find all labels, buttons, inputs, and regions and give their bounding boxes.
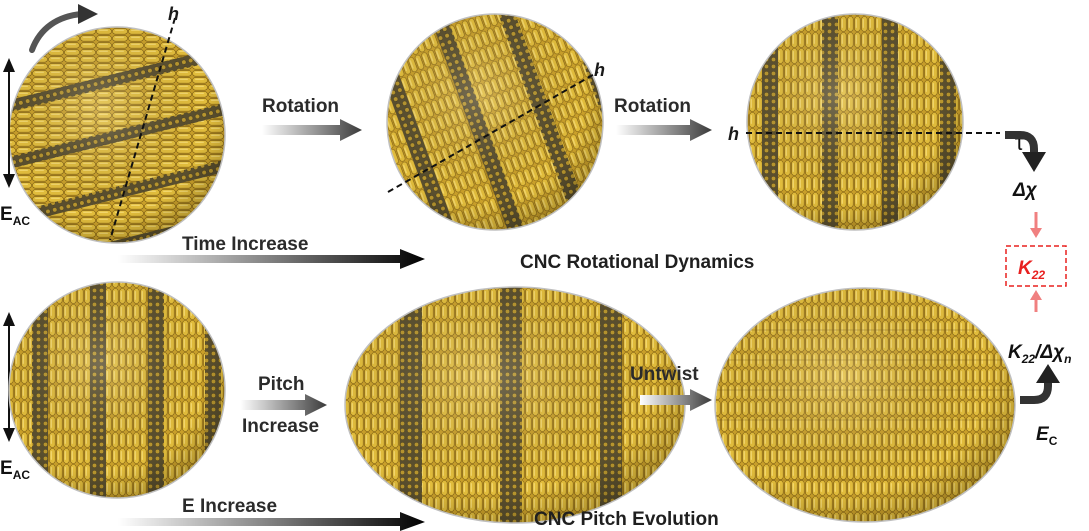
field-label-bottom: EAC xyxy=(0,458,30,482)
curved-rotation-arrow-icon xyxy=(29,11,85,53)
gradient-arrow-icon-2 xyxy=(616,119,712,141)
e-increase-label: E Increase xyxy=(182,496,277,517)
rotation-label-1: Rotation xyxy=(262,96,339,117)
axis-label-h-1: h xyxy=(168,4,179,24)
cnc-ellipsoid-2 xyxy=(714,287,1016,523)
ec-label: EC xyxy=(1036,424,1058,448)
tau-label: τ xyxy=(1015,130,1024,155)
k22-ratio-label: K22/Δχn xyxy=(1008,342,1071,366)
time-gradient-arrow-icon xyxy=(118,249,425,269)
time-increase-label: Time Increase xyxy=(182,234,308,255)
curved-rotation-arrow-head-icon xyxy=(78,4,98,24)
cnc-sphere-3 xyxy=(746,13,1000,231)
gradient-arrow-icon-3 xyxy=(240,394,327,416)
red-arrow-icon-down xyxy=(1030,212,1042,238)
delta-chi-label: Δχ xyxy=(1012,180,1038,201)
helix-axis-line xyxy=(109,17,176,241)
pitch-evolution-caption: CNC Pitch Evolution xyxy=(534,509,719,530)
untwist-label: Untwist xyxy=(630,364,699,385)
helix-axis-line-2 xyxy=(387,71,599,193)
cnc-sphere-4 xyxy=(8,281,226,499)
bend-arrow-icon xyxy=(1005,131,1046,172)
double-headed-field-arrow-icon xyxy=(3,58,15,188)
cnc-ellipsoid-1 xyxy=(344,286,686,524)
field-gradient-arrow-icon xyxy=(118,512,425,531)
pitch-label-line2: Increase xyxy=(242,416,319,437)
gradient-arrow-icon xyxy=(262,119,362,141)
rotational-dynamics-caption: CNC Rotational Dynamics xyxy=(520,252,754,273)
axis-label-h-2: h xyxy=(594,60,605,80)
k22-result-label: K22 xyxy=(1018,258,1045,282)
gradient-arrow-icon-4 xyxy=(640,389,712,411)
red-arrow-icon-up xyxy=(1030,290,1042,312)
k22-result-box xyxy=(1005,245,1067,287)
bend-arrow-icon-2 xyxy=(1020,364,1060,404)
field-label-top: EAC xyxy=(0,204,30,228)
cnc-sphere-2 xyxy=(386,13,604,231)
rotation-label-2: Rotation xyxy=(614,96,691,117)
pitch-label-line1: Pitch xyxy=(258,374,304,395)
axis-label-h-3: h xyxy=(728,124,739,144)
double-headed-field-arrow-icon-2 xyxy=(3,312,15,442)
